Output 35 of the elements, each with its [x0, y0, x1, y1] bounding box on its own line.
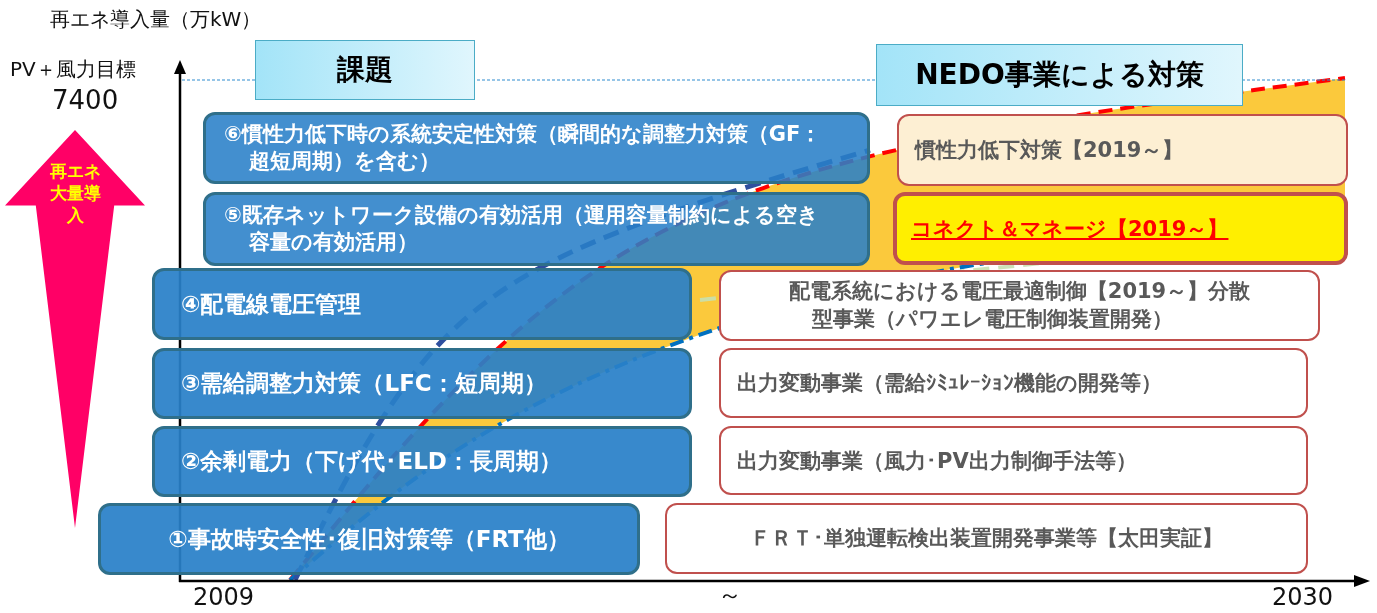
highlight-box: [893, 192, 1348, 265]
axis-tick-label: 2030: [1272, 584, 1334, 611]
measure-text: 慣性力低下対策【2019～】: [915, 137, 1184, 164]
issue-text: ⑥慣性力低下時の系統安定性対策（瞬間的な調整力対策（GF：超短周期）を含む）: [224, 120, 823, 175]
header-text: 課題: [337, 52, 393, 88]
axis-tick-label: 2009: [193, 584, 255, 611]
measure-text: コネクト＆マネージ【2019～】: [911, 215, 1229, 243]
measure-text: 配電系統における電圧最適制御【2019～】分散型事業（パワエレ電圧制御装置開発）: [787, 278, 1252, 333]
measure-text: 出力変動事業（需給ｼﾐｭﾚｰｼｮﾝ機能の開発等）: [737, 370, 1162, 397]
header-box: [876, 44, 1243, 106]
header-text: NEDO事業による対策: [915, 57, 1204, 93]
issue-text: ⑤既存ネットワーク設備の有効活用（運用容量制約による空き容量の有効活用）: [224, 201, 820, 256]
issue-text: ②余剰電力（下げ代･ELD：長周期）: [181, 447, 562, 476]
issue-text: ③需給調整力対策（LFC：短周期）: [181, 369, 547, 398]
issue-box: [152, 426, 692, 497]
measure-box: [719, 348, 1308, 418]
measure-box: [719, 426, 1308, 495]
measure-box: [665, 503, 1308, 574]
issue-box: [203, 112, 870, 184]
axis-title: 再エネ導入量（万kW）: [50, 8, 262, 30]
issue-box: [152, 348, 692, 419]
header-box: [255, 40, 475, 100]
issue-box: [98, 503, 640, 575]
measure-text: ＦＲＴ･単独運転検出装置開発事業等【太田実証】: [749, 524, 1224, 552]
issue-text: ④配電線電圧管理: [181, 289, 362, 319]
issue-box: [203, 192, 870, 266]
issue-text: ①事故時安全性･復旧対策等（FRT他）: [168, 524, 570, 554]
target-label: PV＋風力目標: [10, 58, 136, 80]
measure-box: [897, 114, 1348, 186]
target-value: 7400: [52, 86, 119, 115]
measure-text: 出力変動事業（風力･PV出力制御手法等）: [737, 447, 1137, 475]
arrow-text: 再エネ大量導入: [49, 160, 101, 227]
issue-box: [152, 268, 692, 340]
measure-box: [719, 270, 1320, 341]
axis-tick-label: ～: [718, 582, 742, 609]
